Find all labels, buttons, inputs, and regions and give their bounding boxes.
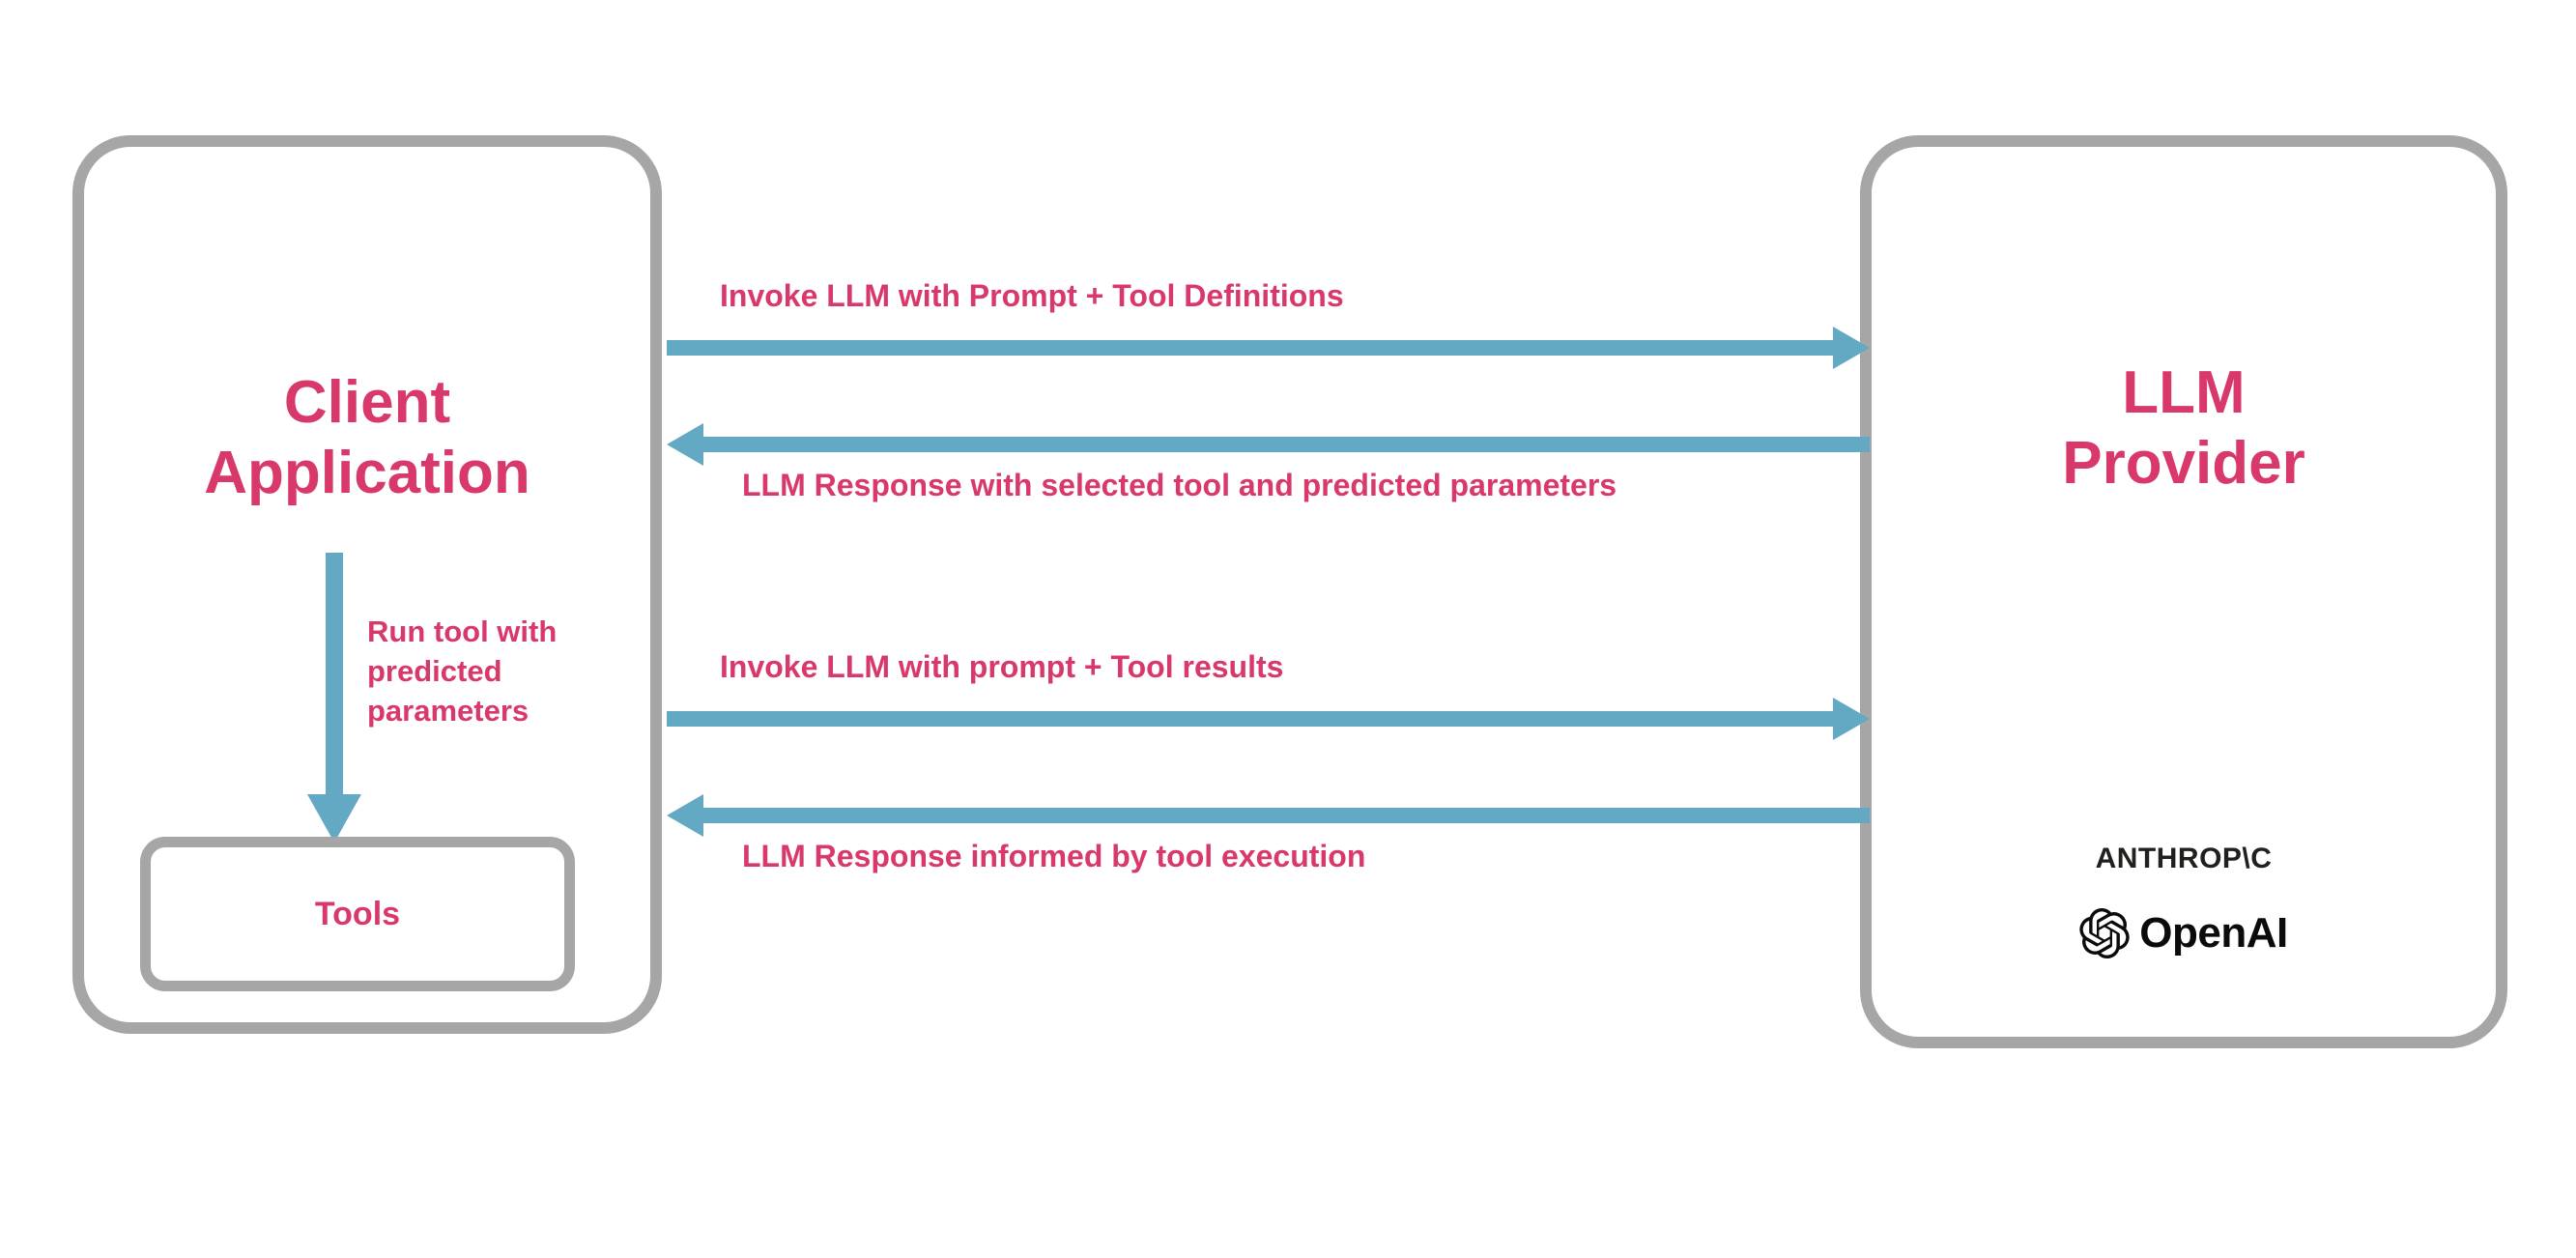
arrow-shaft xyxy=(701,437,1870,452)
arrow-head xyxy=(1833,698,1870,740)
arrow-llm-response-tool-execution xyxy=(667,794,1870,837)
arrow-shaft xyxy=(701,808,1870,823)
run-tool-label: Run tool with predicted parameters xyxy=(367,615,558,728)
arrow-head xyxy=(1833,327,1870,369)
arrow-head xyxy=(667,423,703,466)
tools-box: Tools xyxy=(140,837,575,991)
openai-knot-icon xyxy=(2079,908,2130,958)
run-tool-arrow-head xyxy=(307,794,361,843)
client-application-title: Client Application xyxy=(204,369,530,507)
arrow-shaft xyxy=(667,711,1835,727)
arrow-invoke-llm-prompt-tools xyxy=(667,327,1870,369)
arrow-shaft xyxy=(667,340,1835,356)
tools-label: Tools xyxy=(314,895,401,932)
openai-logo: OpenAI xyxy=(1860,908,2507,958)
flow-label-response-2: LLM Response informed by tool execution xyxy=(742,839,1366,873)
arrow-head xyxy=(667,794,703,837)
run-tool-arrow xyxy=(307,553,361,843)
llm-provider-title: LLM Provider xyxy=(2062,359,2305,498)
flow-label-invoke-1: Invoke LLM with Prompt + Tool Definition… xyxy=(720,278,1344,313)
openai-wordmark: OpenAI xyxy=(2139,909,2288,957)
run-tool-arrow-shaft xyxy=(326,553,343,796)
flow-label-invoke-2: Invoke LLM with prompt + Tool results xyxy=(720,649,1284,684)
llm-provider-box xyxy=(1860,135,2507,1048)
arrow-llm-response-tool-params xyxy=(667,423,1870,466)
anthropic-logo: ANTHROP\C xyxy=(2095,843,2273,874)
flow-label-response-1: LLM Response with selected tool and pred… xyxy=(742,468,1617,502)
arrow-invoke-llm-tool-results xyxy=(667,698,1870,740)
